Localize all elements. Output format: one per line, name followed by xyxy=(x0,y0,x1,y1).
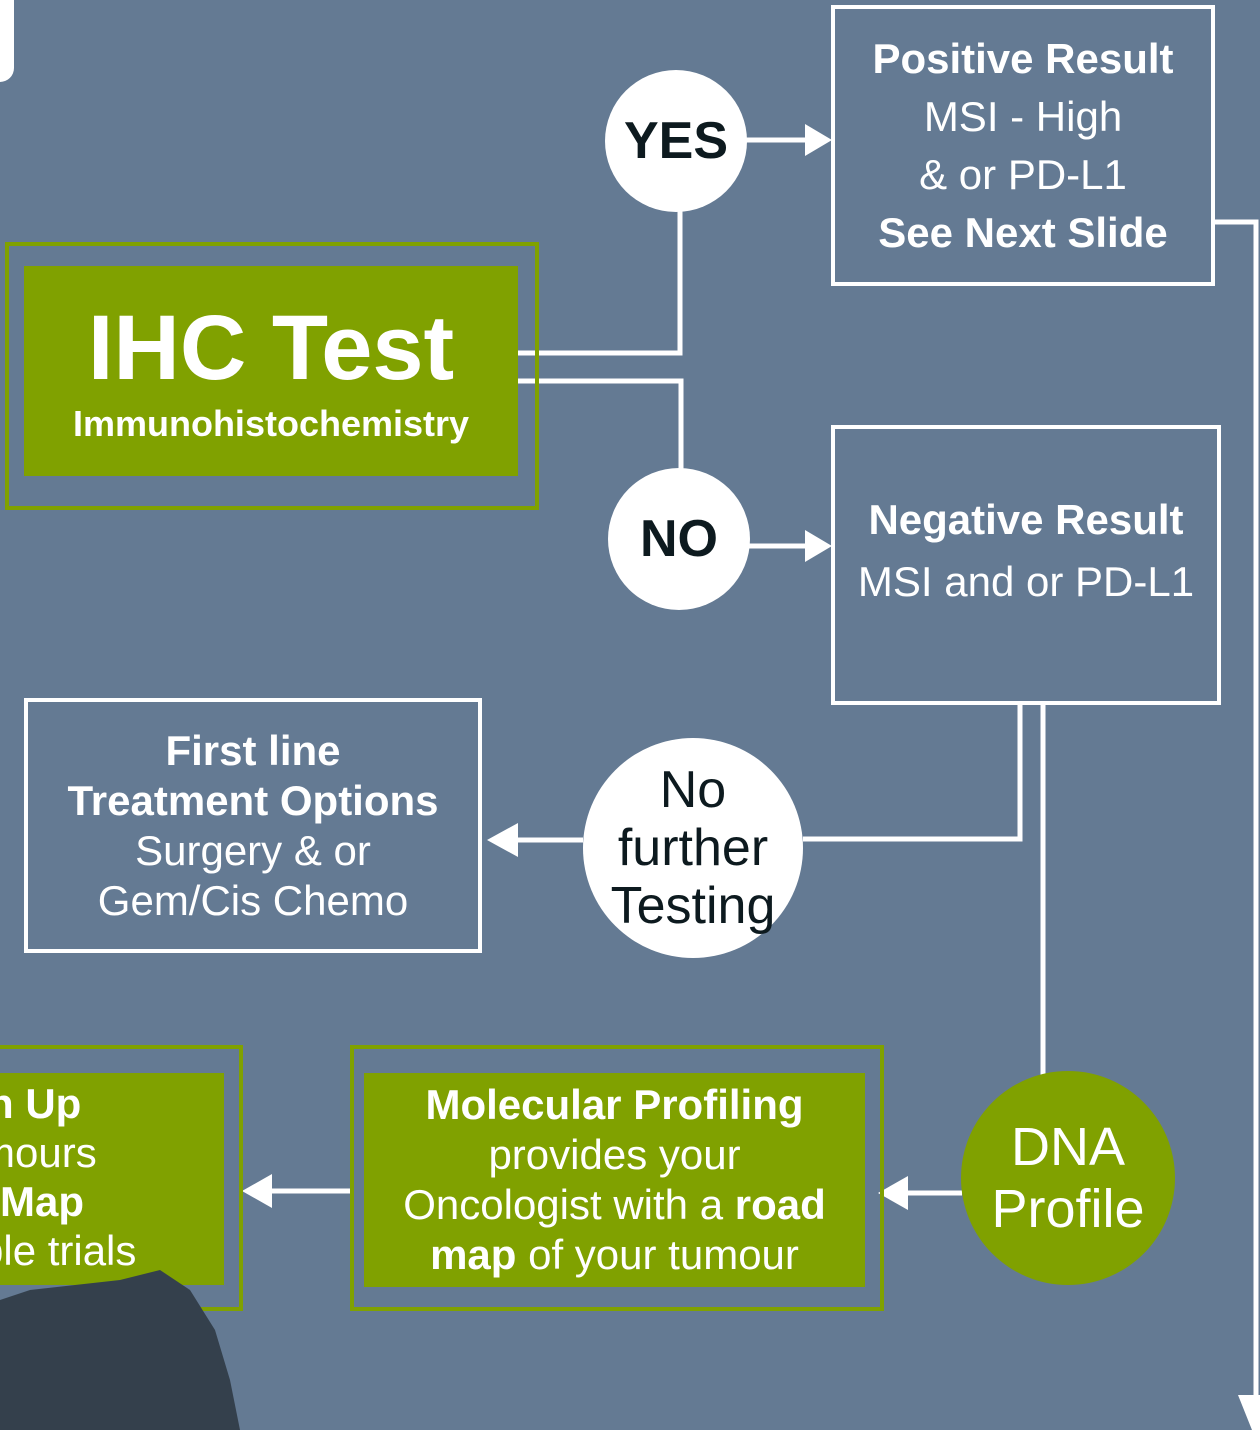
first-line-line2: Gem/Cis Chemo xyxy=(97,876,409,924)
partial-shape-top-left xyxy=(0,0,14,82)
molecular-title: Molecular Profiling xyxy=(425,1081,804,1128)
positive-result-cta: See Next Slide xyxy=(878,208,1168,256)
molecular-line2-text: Oncologist with a xyxy=(403,1181,735,1228)
first-line-treatment-box: First line Treatment Options Surgery & o… xyxy=(24,698,482,953)
negative-result-title: Negative Result xyxy=(868,496,1184,543)
dna-profile-line1: DNA xyxy=(1010,1117,1125,1177)
yes-node: YES xyxy=(605,70,747,212)
positive-result-line2: & or PD-L1 xyxy=(919,150,1127,198)
molecular-line3-bold: map xyxy=(430,1231,517,1278)
cut-off-line2: mours xyxy=(0,1129,97,1176)
cut-off-line4: ble trials xyxy=(0,1227,137,1274)
positive-result-box: Positive Result MSI - High & or PD-L1 Se… xyxy=(831,5,1215,286)
molecular-line3-text: of your tumour xyxy=(516,1231,799,1278)
positive-result-line1: MSI - High xyxy=(923,92,1123,140)
cut-off-box: n Up mours Map ble trials xyxy=(0,1073,224,1285)
negative-result-line1: MSI and or PD-L1 xyxy=(857,558,1195,605)
molecular-line1: provides your xyxy=(488,1131,741,1178)
molecular-line2: Oncologist with a road xyxy=(403,1180,826,1230)
ihc-test-box: IHC Test Immunohistochemistry xyxy=(24,266,518,476)
no-node-label: NO xyxy=(640,510,718,568)
first-line-title2: Treatment Options xyxy=(67,776,439,824)
first-line-title1: First line xyxy=(165,726,341,774)
yes-node-label: YES xyxy=(623,112,729,170)
cut-off-line1: n Up xyxy=(0,1080,82,1127)
no-node: NO xyxy=(608,468,750,610)
no-further-testing-node: No further Testing xyxy=(583,738,803,958)
molecular-line2-bold: road xyxy=(734,1181,826,1228)
ihc-test-frame xyxy=(5,242,539,510)
ihc-test-title: IHC Test xyxy=(87,297,455,399)
dna-profile-line2: Profile xyxy=(991,1179,1145,1239)
dna-profile-node: DNA Profile xyxy=(961,1071,1175,1285)
molecular-profiling-frame xyxy=(350,1045,884,1311)
positive-result-title: Positive Result xyxy=(872,34,1174,82)
no-further-line2: further xyxy=(617,819,769,877)
cut-off-line3: Map xyxy=(0,1178,84,1225)
molecular-line3: map of your tumour xyxy=(430,1230,799,1280)
negative-result-box: Negative Result MSI and or PD-L1 xyxy=(831,425,1221,705)
no-further-line3: Testing xyxy=(610,877,776,935)
ihc-test-subtitle: Immunohistochemistry xyxy=(72,403,470,444)
person-silhouette xyxy=(0,1270,240,1430)
first-line-line1: Surgery & or xyxy=(135,826,371,874)
no-further-line1: No xyxy=(659,761,727,819)
molecular-profiling-box: Molecular Profiling provides your Oncolo… xyxy=(364,1073,865,1287)
